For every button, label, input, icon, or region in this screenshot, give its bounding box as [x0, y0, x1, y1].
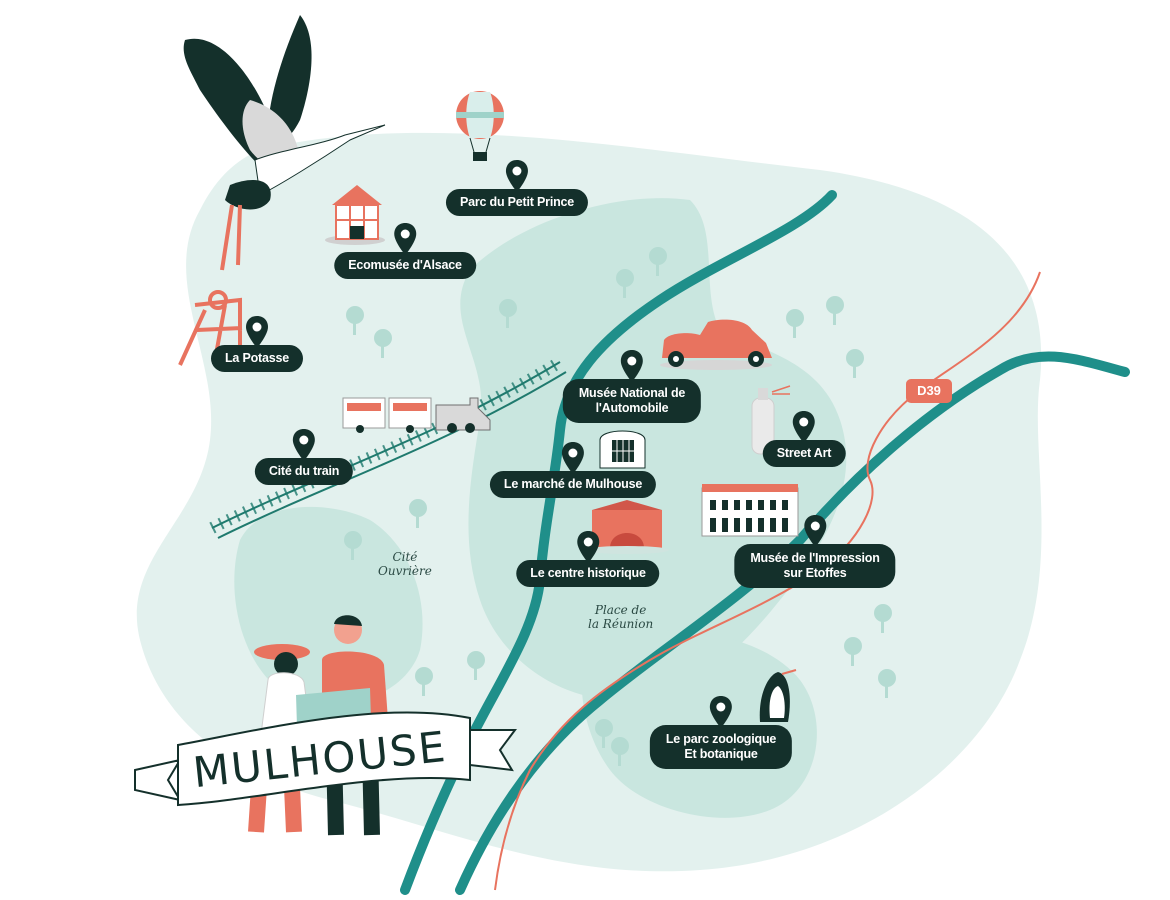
poi-label: Parc du Petit Prince — [445, 189, 589, 216]
poi-musee-national-automobile[interactable]: Musée National de l'Automobile — [562, 349, 702, 423]
poi-label: Cité du train — [254, 458, 354, 485]
district-label-cite-ouvriere: Cité Ouvrière — [378, 550, 432, 578]
place-label-reunion: Place de la Réunion — [588, 603, 654, 631]
train-icon — [342, 397, 491, 433]
museum-building-icon — [701, 484, 799, 537]
penguin-icon — [759, 669, 797, 722]
poi-label: Musée de l'Impression sur Etoffes — [734, 544, 896, 588]
poi-label: Le marché de Mulhouse — [489, 471, 657, 498]
map-pin-icon — [394, 223, 416, 255]
mine-headframe-icon — [178, 290, 243, 366]
map-pin-icon — [793, 411, 815, 443]
poi-musee-impression-etoffes[interactable]: Musée de l'Impression sur Etoffes — [734, 514, 896, 588]
map-pin-icon — [505, 160, 528, 192]
poi-marche-de-mulhouse[interactable]: Le marché de Mulhouse — [489, 441, 657, 498]
map-pin-icon — [561, 442, 584, 474]
half-timbered-house-icon — [325, 185, 385, 245]
poi-cite-du-train[interactable]: Cité du train — [254, 428, 354, 485]
poi-label: Ecomusée d'Alsace — [334, 252, 476, 279]
city-banner — [134, 711, 517, 807]
tree-icons — [344, 247, 896, 766]
map-pin-icon — [576, 531, 599, 563]
hot-air-balloon-icon — [456, 91, 504, 161]
road-number-badge: D39 — [906, 379, 952, 403]
poi-parc-zoologique-botanique[interactable]: Le parc zoologique Et botanique — [649, 695, 793, 769]
map-pin-icon — [620, 350, 643, 382]
poi-label: La Potasse — [210, 345, 304, 372]
stork-illustration — [183, 15, 386, 271]
poi-la-potasse[interactable]: La Potasse — [210, 315, 304, 372]
poi-label: Musée National de l'Automobile — [562, 379, 702, 423]
town-hall-icon — [585, 500, 669, 554]
poi-label: Street Art — [762, 440, 846, 467]
vintage-car-icon — [660, 319, 772, 370]
poi-centre-historique[interactable]: Le centre historique — [516, 530, 660, 587]
poi-label: Le parc zoologique Et botanique — [649, 725, 793, 769]
poi-ecomusee-alsace[interactable]: Ecomusée d'Alsace — [334, 222, 476, 279]
map-pin-icon — [292, 429, 315, 461]
map-pin-icon — [804, 515, 826, 547]
map-pin-icon — [710, 696, 732, 728]
poi-parc-du-petit-prince[interactable]: Parc du Petit Prince — [445, 159, 589, 216]
map-pin-icon — [245, 316, 268, 348]
poi-street-art[interactable]: Street Art — [762, 410, 846, 467]
railway-track — [209, 356, 567, 539]
market-hall-icon — [599, 430, 646, 469]
south-green-area — [581, 630, 817, 818]
poi-label: Le centre historique — [516, 560, 660, 587]
